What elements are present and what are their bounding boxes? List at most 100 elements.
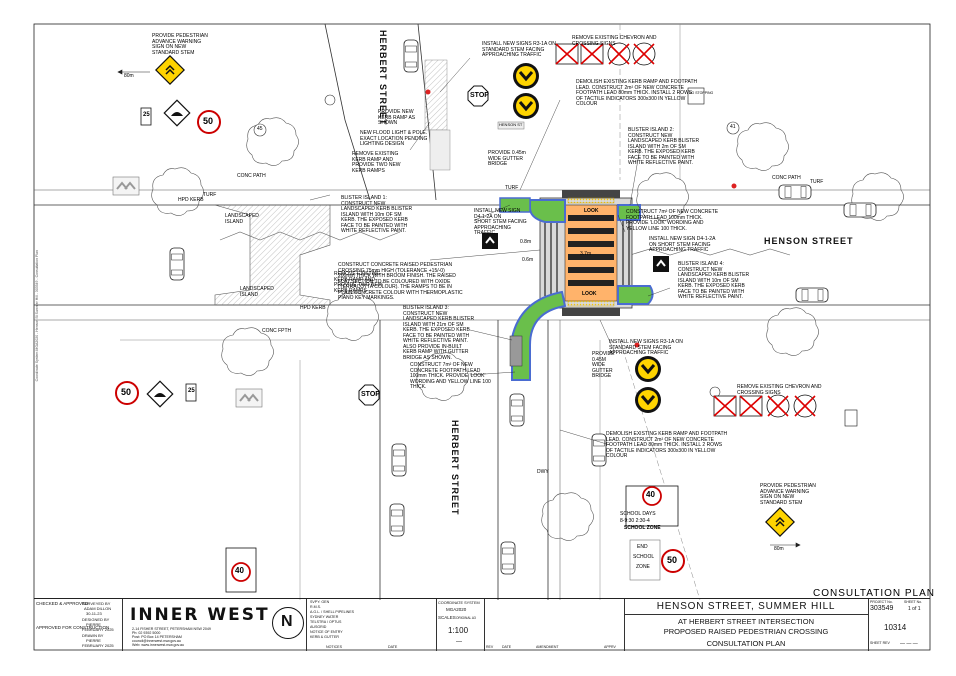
school-days-text: SCHOOL DAYS (620, 511, 656, 517)
designed-by-label: DESIGNED BY (82, 617, 110, 622)
scale-value: 1:100 (448, 626, 469, 635)
phone-text: Ph: 02 9392 5000 (132, 631, 161, 635)
ped-warning-sign-bottom (765, 507, 795, 537)
surveyed-name: ADAM DILLON (84, 606, 112, 611)
drawn-name: PIERRE (86, 638, 101, 643)
street-herbert-top: HERBERT STREET (378, 30, 388, 126)
service-7: KERB & GUTTER (310, 635, 339, 639)
label-dwy: DWY (537, 469, 549, 475)
school-times-text: 8-9:30 2:30-4 (620, 518, 650, 524)
label-look-top: LOOK (584, 208, 599, 214)
note-signs-r3-top: INSTALL NEW SIGNS R3-1A ON STANDARD STEM… (482, 41, 556, 58)
label-landscaped-2: LANDSCAPED ISLAND (240, 286, 274, 298)
project-cell: PROJECT No. SHEET No. 303549 1 of 1 1031… (868, 599, 930, 651)
note-blister-3: BLISTER ISLAND 3: CONSTRUCT NEW LANDSCAP… (403, 305, 475, 361)
school-zone-text: SCHOOL ZONE (624, 525, 661, 531)
street-henson: HENSON STREET (764, 236, 854, 246)
brand-cell: INNER WEST 2-14 FISHER STREET, PETERSHAM… (122, 599, 307, 651)
service-2: A.G.L. / SHELL PIPELINES (310, 610, 355, 614)
label-turf-mid: TURF (505, 185, 519, 191)
post-text: Post: PO Box 14 PETERSHAM (132, 635, 182, 639)
side-strip-text: Coordinate System MGA2020 - Henson St Su… (35, 250, 39, 382)
label-conc-path-left: CONC PATH (237, 173, 266, 179)
note-blister-2: BLISTER ISLAND 2: CONSTRUCT NEW LANDSCAP… (628, 127, 700, 166)
sheet-rev: — — — (900, 641, 918, 647)
drawn-by-label: DRAWN BY (82, 633, 104, 638)
project-no-label: PROJECT No. (870, 600, 893, 604)
sheet-rev-label: SHEET REV (870, 641, 890, 645)
label-conc-path-right: CONC PATH (772, 175, 801, 181)
service-1: R.M.S. (310, 605, 321, 609)
plan-no: 10314 (884, 623, 907, 632)
note-remove-chevron-bottom: REMOVE EXISTING CHEVRON AND CROSSING SIG… (737, 384, 822, 396)
label-landscaped-1: LANDSCAPED ISLAND (225, 213, 259, 225)
advisory-25-top: 25 (143, 112, 150, 118)
label-look-bottom: LOOK (582, 291, 597, 297)
sheet-no-label: SHEET No. (904, 600, 923, 604)
north-arrow-icon: N (272, 607, 304, 639)
speed-50-school-text: 50 (667, 555, 678, 565)
title-line-2: AT HERBERT STREET INTERSECTION (678, 617, 814, 626)
sheet-no: 1 of 1 (908, 606, 921, 612)
surveyed-date: 30-11-23 (86, 611, 102, 616)
title-block: CHECKED & APPROVED APPROVED FOR CONSTRUC… (34, 598, 930, 651)
note-demolish-top: DEMOLISH EXISTING KERB RAMP AND FOOTPATH… (576, 79, 698, 107)
notices-header: NOTICES (326, 645, 342, 649)
advisory-25-bottom: 25 (188, 388, 195, 394)
label-house-45: 45 (257, 126, 263, 132)
ped-warning-sign-top (155, 55, 185, 85)
school-40-right: 40 (646, 490, 655, 499)
label-dim-0-8: 0.8m (520, 239, 532, 245)
label-conc-fpth: CONC FPTH (262, 328, 292, 334)
dist-80m-bottom: 80m (774, 546, 784, 552)
approved-construction-label: APPROVED FOR CONSTRUCTION (36, 625, 110, 630)
designed-name: PIERRE (86, 622, 101, 627)
label-hpd-kerb-2: HPD KERB (300, 305, 326, 311)
label-dim-0-6: 0.6m (522, 257, 534, 263)
note-demolish-bottom: DEMOLISH EXISTING KERB RAMP AND FOOTPATH… (606, 431, 728, 459)
coord-label: COORDINATE SYSTEM (438, 601, 480, 605)
title-cell: HENSON STREET, SUMMER HILL AT HERBERT ST… (624, 599, 869, 651)
no-stopping-plate-top: NO STOPPING (689, 91, 714, 95)
end-school-zone-end: END (637, 544, 648, 550)
rev-header-amendment: AMENDMENT (536, 645, 559, 649)
email-text: council@innerwest.nsw.gov.au (132, 639, 181, 643)
removed-signs-top (555, 42, 656, 66)
title-line-3: PROPOSED RAISED PEDESTRIAN CROSSING (663, 627, 829, 636)
henson-st-name-plate: HENSON ST (499, 122, 523, 127)
note-raised-crossing: CONSTRUCT CONCRETE RAISED PEDESTRIAN CRO… (338, 262, 463, 301)
scale-dash: — (456, 639, 462, 645)
dist-80m-top: 80m (124, 73, 134, 79)
address-text: 2-14 FISHER STREET, PETERSHAM NSW 2049 (132, 627, 211, 631)
note-remove-kerb-left: REMOVE EXISTING KERB RAMP AND PROVIDE TW… (334, 271, 383, 294)
scales-label: SCALES (438, 615, 456, 620)
rev-header-rev: REV (486, 645, 494, 649)
inner-west-logo: INNER WEST (130, 605, 270, 625)
street-herbert-bottom: HERBERT STREET (450, 420, 460, 516)
end-school-zone-zone: ZONE (636, 564, 650, 570)
note-kerb-ramp-top: PROVIDE NEW KERB RAMP AS SHOWN (378, 109, 416, 126)
note-remove-chevron-top: REMOVE EXISTING CHEVRON AND CROSSING SIG… (572, 35, 657, 47)
note-footpath-bottom: CONSTRUCT 7m² OF NEW CONCRETE FOOTPATH L… (410, 362, 491, 390)
checked-approved-label: CHECKED & APPROVED (36, 601, 89, 606)
stop-sign-bottom-text: STOP (361, 391, 380, 398)
note-advance-warning-top: PROVIDE PEDESTRIAN ADVANCE WARNING SIGN … (152, 33, 208, 56)
note-d4-short-stem: INSTALL NEW SIGN D4-1-2A ON SHORT STEM F… (474, 208, 527, 236)
label-dim-3-7: 3.7m (580, 251, 592, 257)
note-blister-4: BLISTER ISLAND 4: CONSTRUCT NEW LANDSCAP… (678, 261, 750, 300)
end-school-zone-school: SCHOOL (633, 554, 655, 560)
speed-50-bottom-text: 50 (121, 387, 132, 397)
service-4: TELSTRA / OPTUS (310, 620, 342, 624)
services-cell: SVPY: GEN R.M.S. A.G.L. / SHELL PIPELINE… (306, 599, 437, 651)
sheet-consultation-label: CONSULTATION PLAN (813, 588, 936, 599)
speed-50-top-text: 50 (203, 116, 214, 126)
drawn-date: FEBRUARY 2025 (82, 643, 114, 648)
rev-header-apprv: APPRV (604, 645, 616, 649)
date-header: DATE (388, 645, 398, 649)
note-signs-r3-bottom: INSTALL NEW SIGNS R3-1A ON STANDARD STEM… (609, 339, 683, 356)
title-line-1: HENSON STREET, SUMMER HILL (624, 601, 868, 615)
note-d4-right: INSTALL NEW SIGN D4-1-2A ON SHORT STEM F… (649, 236, 716, 253)
note-gutter-bridge-bottom: PROVIDE 0.45M WIDE GUTTER BRIDGE (592, 351, 615, 379)
